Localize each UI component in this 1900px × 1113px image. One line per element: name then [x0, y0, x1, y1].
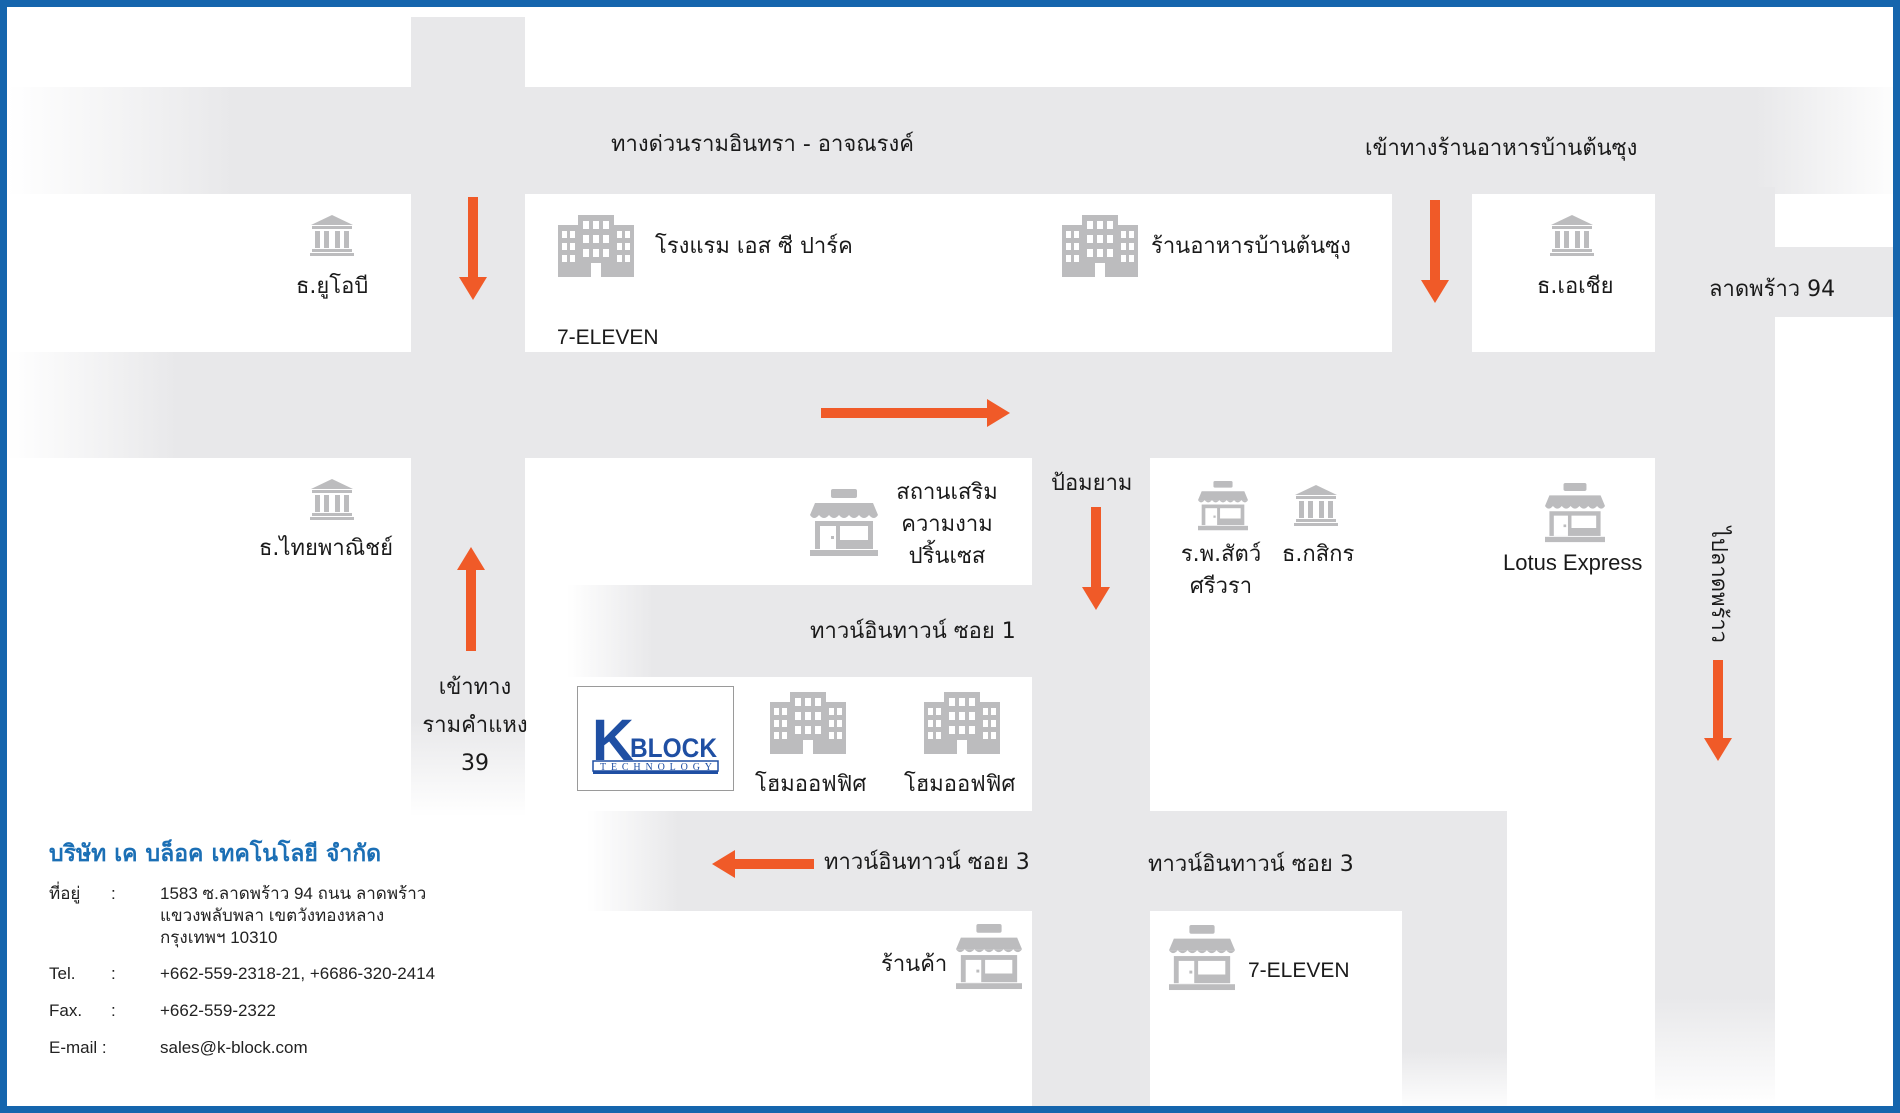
address-line3: กรุงเทพฯ 10310 [160, 928, 278, 948]
ramkhamhaeng-label: เข้าทาง รามคำแหง 39 [411, 669, 539, 783]
scb-label: ธ.ไทยพาณิชย์ [259, 536, 393, 561]
address-sep: : [111, 884, 116, 903]
tel-sep: : [111, 964, 116, 983]
block-corner-right [1775, 194, 1893, 247]
restaurant-label: ร้านอาหารบ้านต้นซุง [1151, 234, 1351, 259]
shop-icon [1544, 483, 1606, 543]
bank-icon [309, 477, 355, 521]
soi3-right-label: ทาวน์อินทาวน์ ซอย 3 [1148, 852, 1354, 877]
soi1-road [567, 585, 1047, 677]
building-icon [558, 215, 634, 277]
expressway-label: ทางด่วนรามอินทรา - อาจณรงค์ [611, 132, 914, 157]
kblock-logo: K BLOCK TECHNOLOGY [577, 686, 734, 791]
kblock-logo-mark: K BLOCK TECHNOLOGY [592, 708, 719, 774]
vet-line1: ร.พ.สัตว์ [1180, 542, 1262, 567]
address-label: ที่อยู่ [49, 884, 81, 903]
salon-line2: ความงาม [901, 512, 993, 537]
fax-value: +662-559-2322 [160, 1001, 276, 1020]
arrow-icon [1421, 200, 1449, 303]
seven-eleven-bottom-label: 7-ELEVEN [1248, 959, 1350, 982]
block-salon [525, 458, 1032, 585]
soi1-label: ทาวน์อินทาวน์ ซอย 1 [810, 619, 1016, 644]
asia-label: ธ.เอเชีย [1537, 274, 1614, 299]
fax-sep: : [111, 1001, 116, 1020]
arrow-icon [1082, 507, 1110, 610]
ramkhamhaeng-line2: รามคำแหง [422, 713, 528, 738]
arrow-icon [1704, 660, 1732, 761]
fax-row: Fax. : +662-559-2322 [49, 1000, 549, 1024]
fax-label: Fax. [49, 1001, 83, 1020]
ladprao94-spur [1655, 247, 1893, 317]
home-office-2-label: โฮมออฟฟิศ [904, 772, 1016, 797]
tel-row: Tel. : +662-559-2318-21, +6686-320-2414 [49, 963, 549, 987]
email-label: E-mail : [49, 1038, 107, 1057]
salon-label: สถานเสริม ความงาม ปริ้นเซส [887, 477, 1007, 573]
logo-letter: K [592, 708, 634, 773]
address-line2: แขวงพลับพลา เขตวังทองหลาง [160, 906, 385, 926]
block-info [7, 818, 587, 1106]
seven-eleven-top-label: 7-ELEVEN [557, 326, 659, 349]
ladprao94-label: ลาดพร้าว 94 [1709, 277, 1836, 302]
salon-line1: สถานเสริม [896, 480, 998, 505]
block-shop [587, 911, 1032, 1106]
home-office-1-label: โฮมออฟฟิศ [755, 772, 867, 797]
pom-yam-label: ป้อมยาม [1051, 471, 1133, 496]
kasikorn-label: ธ.กสิกร [1282, 542, 1355, 567]
vet-label: ร.พ.สัตว์ ศรีวรา [1167, 539, 1275, 603]
hotel-label: โรงแรม เอส ซี ปาร์ค [655, 234, 853, 259]
ramkhamhaeng-road [411, 17, 525, 817]
arrow-icon [459, 197, 487, 300]
arrow-icon [821, 399, 1010, 427]
ramkhamhaeng-line1: เข้าทาง [438, 675, 512, 700]
shop-icon [809, 489, 879, 557]
building-icon [770, 692, 846, 754]
building-icon [924, 692, 1000, 754]
email-row: E-mail : sales@k-block.com [49, 1037, 549, 1061]
address-line1: 1583 ซ.ลาดพร้าว 94 ถนน ลาดพร้าว [160, 884, 427, 903]
building-icon [1062, 215, 1138, 277]
block-right-bottom [1775, 317, 1893, 1106]
company-name: บริษัท เค บล็อค เทคโนโลยี จำกัด [49, 841, 382, 867]
tel-label: Tel. [49, 964, 76, 983]
shop-icon [1168, 925, 1236, 991]
address-row: ที่อยู่ : 1583 ซ.ลาดพร้าว 94 ถนน ลาดพร้า… [49, 883, 549, 953]
ban-ton-soong-entrance-label: เข้าทางร้านอาหารบ้านต้นซุง [1365, 136, 1638, 161]
ramkhamhaeng-line3: 39 [461, 751, 489, 776]
bank-icon [1293, 483, 1339, 527]
email-value[interactable]: sales@k-block.com [160, 1038, 308, 1057]
middle-road [7, 352, 1893, 458]
expressway-road [7, 87, 1893, 194]
lotus-label: Lotus Express [1503, 550, 1643, 575]
soi3-right-road [1402, 811, 1507, 1106]
tel-value: +662-559-2318-21, +6686-320-2414 [160, 964, 436, 983]
address-value: 1583 ซ.ลาดพร้าว 94 ถนน ลาดพร้าว แขวงพลับ… [160, 883, 426, 949]
arrow-icon [712, 850, 814, 878]
bank-icon [309, 213, 355, 257]
shop-icon [1197, 481, 1249, 531]
soi3-left-label: ทาวน์อินทาวน์ ซอย 3 [824, 850, 1030, 875]
to-ladprao-label: ไปลาดพร้าว [1706, 526, 1732, 644]
block-hotel [525, 194, 1392, 352]
bank-icon [1549, 213, 1595, 257]
shop-icon [955, 924, 1023, 990]
arrow-icon [457, 547, 485, 651]
block-uob [7, 194, 411, 352]
shop-label: ร้านค้า [881, 952, 948, 977]
uob-label: ธ.ยูโอบี [296, 274, 369, 299]
ladprao94-road [1655, 187, 1775, 1106]
vet-line2: ศรีวรา [1189, 574, 1253, 599]
salon-line3: ปริ้นเซส [908, 544, 986, 569]
logo-word: BLOCK [630, 733, 717, 763]
